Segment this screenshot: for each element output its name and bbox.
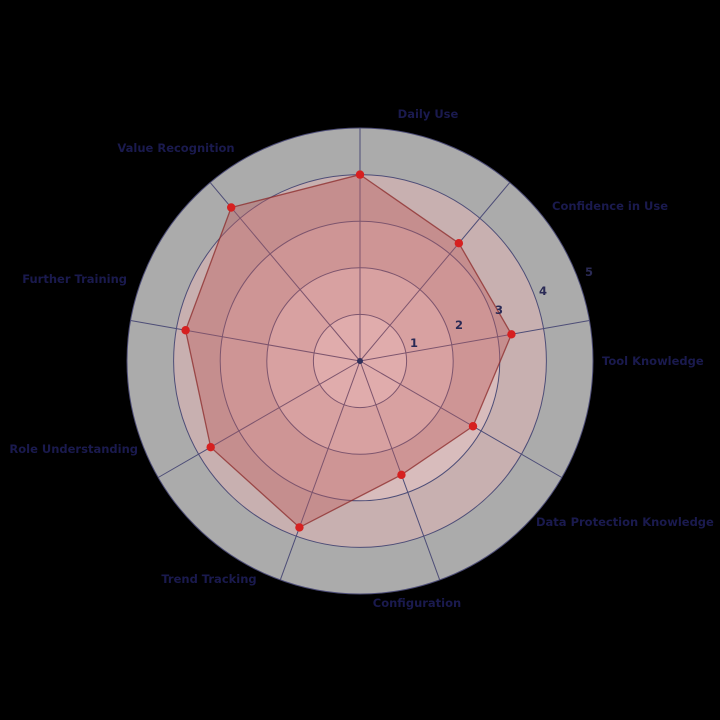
data-point-marker <box>454 239 464 248</box>
axis-spokes <box>130 128 590 581</box>
radial-tick-label: 5 <box>585 265 593 279</box>
axis-category-label: Daily Use <box>398 107 459 121</box>
radial-tick-label: 2 <box>455 318 463 332</box>
data-point-marker <box>355 170 365 179</box>
data-point-marker <box>206 443 215 452</box>
axis-category-label: Tool Knowledge <box>602 354 704 368</box>
data-point-marker <box>295 523 304 532</box>
axis-spoke-6 <box>157 360 361 478</box>
radial-tick-label: 1 <box>410 336 418 350</box>
series-markers <box>181 170 516 532</box>
radial-tick-label: 4 <box>539 284 547 298</box>
axis-category-label: Role Understanding <box>9 442 138 456</box>
data-point-marker <box>181 326 190 335</box>
axis-category-label: Further Training <box>22 272 127 286</box>
series-area <box>184 173 513 529</box>
axis-category-label: Value Recognition <box>117 141 234 155</box>
data-point-marker <box>468 422 478 431</box>
axis-spoke-7 <box>130 320 361 362</box>
data-point-marker <box>507 330 516 339</box>
axis-category-label: Configuration <box>373 596 461 610</box>
data-point-marker <box>397 470 406 480</box>
data-point-marker <box>227 203 236 212</box>
axis-spoke-5 <box>279 360 361 581</box>
radial-tick-label: 3 <box>495 303 503 317</box>
series-polygon <box>184 173 513 529</box>
axis-category-label: Trend Tracking <box>161 572 256 586</box>
axis-spoke-1 <box>359 182 511 362</box>
axis-category-label: Data Protection Knowledge <box>536 515 714 529</box>
center-origin-dot <box>357 358 363 364</box>
axis-spoke-4 <box>359 360 441 581</box>
axis-spoke-8 <box>209 182 361 362</box>
axis-spoke-2 <box>359 320 590 362</box>
axis-category-label: Confidence in Use <box>552 199 668 213</box>
axis-spoke-3 <box>359 360 563 478</box>
radial-tick-labels: 1 2 3 4 5 <box>410 265 593 350</box>
